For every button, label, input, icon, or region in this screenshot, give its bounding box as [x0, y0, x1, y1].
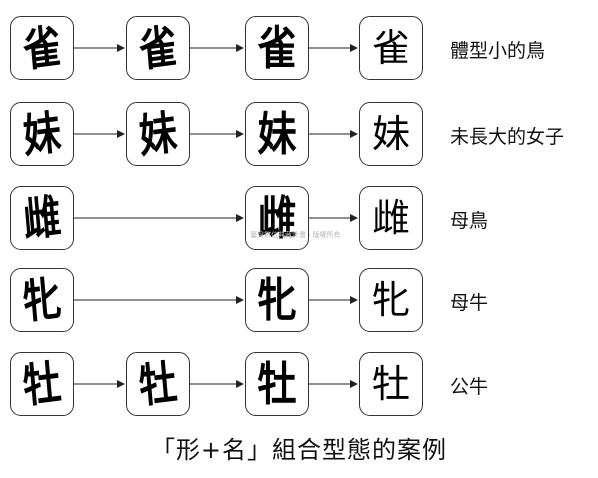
- glyph-box-modern: 牝: [359, 268, 423, 332]
- bronze-glyph: 雀: [136, 18, 180, 78]
- modern-glyph: 牡: [371, 362, 410, 406]
- oracle-glyph: 牡: [20, 354, 64, 414]
- glyph-box-oracle: 雀: [10, 16, 74, 80]
- meaning-label: 未長大的女子: [450, 126, 565, 148]
- glyph-box-bronze: 雀: [126, 16, 190, 80]
- oracle-glyph: 妹: [20, 104, 64, 164]
- meaning-label: 母鳥: [450, 210, 489, 232]
- glyph-box-oracle: 牡: [10, 352, 74, 416]
- seal-glyph: 雌: [257, 191, 297, 245]
- seal-glyph: 牡: [257, 357, 297, 411]
- meaning-label: 體型小的鳥: [450, 40, 546, 62]
- glyph-box-seal: 雀: [245, 16, 309, 80]
- watermark: 臺灣數位典藏計畫 · 版權所有: [250, 231, 341, 239]
- seal-glyph: 雀: [257, 21, 297, 75]
- glyph-box-bronze: 牡: [126, 352, 190, 416]
- meaning-label: 母牛: [450, 292, 489, 314]
- figure-caption: 「形+名」組合型態的案例: [150, 436, 448, 464]
- oracle-glyph: 牝: [20, 270, 64, 330]
- glyph-box-seal: 雌: [245, 186, 309, 250]
- glyph-box-modern: 雌: [359, 186, 423, 250]
- glyph-box-modern: 妹: [359, 102, 423, 166]
- meaning-label: 公牛: [450, 376, 489, 398]
- glyph-box-bronze: 妹: [126, 102, 190, 166]
- glyph-box-oracle: 妹: [10, 102, 74, 166]
- glyph-box-oracle: 牝: [10, 268, 74, 332]
- modern-glyph: 雀: [371, 26, 410, 70]
- glyph-box-oracle: 雌: [10, 186, 74, 250]
- modern-glyph: 雌: [371, 196, 410, 240]
- glyph-box-modern: 牡: [359, 352, 423, 416]
- glyph-box-seal: 牡: [245, 352, 309, 416]
- bronze-glyph: 牡: [136, 354, 180, 414]
- seal-glyph: 牝: [257, 273, 297, 327]
- oracle-glyph: 雌: [20, 188, 64, 248]
- glyph-box-seal: 妹: [245, 102, 309, 166]
- modern-glyph: 牝: [371, 278, 410, 322]
- modern-glyph: 妹: [371, 112, 410, 156]
- oracle-glyph: 雀: [20, 18, 64, 78]
- seal-glyph: 妹: [257, 107, 297, 161]
- glyph-box-modern: 雀: [359, 16, 423, 80]
- glyph-box-seal: 牝: [245, 268, 309, 332]
- bronze-glyph: 妹: [136, 104, 180, 164]
